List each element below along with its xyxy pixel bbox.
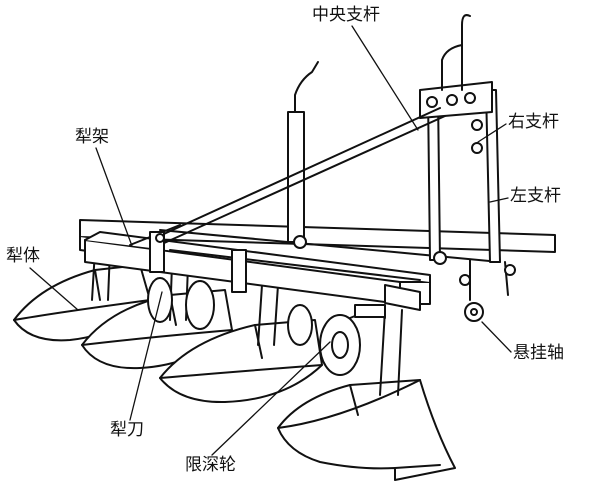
label-center-strut: 中央支杆 [312,5,380,25]
leader-left-strut [489,197,509,203]
plough-body-3 [159,319,323,404]
label-plough-frame: 犁架 [75,127,109,147]
label-hitch-axle: 悬挂轴 [513,343,564,363]
plough-body-4 [277,379,456,481]
leader-center-strut [351,25,419,131]
leader-axle [481,321,512,353]
hitch-tower [419,81,501,265]
leader-frame [95,147,133,247]
label-right-strut: 右支杆 [508,112,559,132]
leader-wheel [211,341,331,456]
leader-right-strut [477,123,507,143]
label-plough-body: 犁体 [6,246,40,266]
leader-lines [29,25,512,456]
hitch-axle [459,259,516,322]
frame-clamps [149,231,386,318]
frame-main-beam [84,231,431,311]
leader-share [129,291,163,421]
hitch-masts [287,14,471,243]
center-strut [154,107,446,245]
label-left-strut: 左支杆 [510,186,561,206]
label-depth-wheel: 限深轮 [185,455,236,475]
leader-body [29,267,79,311]
label-ploughshare: 犁刀 [110,420,144,440]
